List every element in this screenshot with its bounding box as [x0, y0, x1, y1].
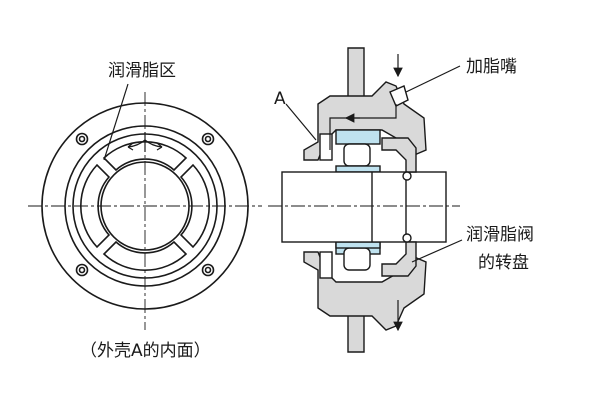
mounting-hole-bottom-right [201, 263, 215, 277]
grease-nipple-leader [405, 65, 461, 93]
mounting-hole-top-left [75, 132, 89, 146]
grease-groove-segment-top [102, 141, 188, 172]
grease-nipple-body [389, 85, 409, 107]
grease-zone-leader [103, 83, 129, 161]
housing-a-label: A [274, 89, 286, 109]
housing-outer-rim [41, 102, 249, 310]
grease-zone-label: 润滑脂区 [108, 61, 176, 81]
roller-lower [343, 247, 371, 271]
grease-groove-segment-bottom [102, 240, 188, 271]
grease-valve-disc [381, 137, 417, 173]
bearing-outer-race-upper [335, 129, 381, 145]
bore-circle [100, 161, 190, 251]
mounting-plate [347, 47, 365, 99]
seal-ring-lower [319, 251, 333, 279]
grease-valve-label-line1: 润滑脂阀 [466, 225, 534, 245]
grease-groove-segment-left [80, 163, 111, 249]
grease-flow-path [329, 54, 403, 332]
seal-ring-upper [319, 133, 333, 161]
grease-valve-label-line2: 的转盘 [478, 253, 529, 273]
valve-ball-lower [402, 233, 412, 243]
valve-ball-upper [402, 171, 412, 181]
grease-flow-arrows [127, 132, 163, 152]
grease-valve-leader [411, 239, 463, 263]
housing-middle-ring [64, 125, 226, 287]
grease-groove-segment-right [179, 163, 210, 249]
housing-inner-face-caption: （外壳A的内面） [80, 341, 211, 361]
leader-lines-right [285, 65, 463, 263]
grease-valve-disc-lower [381, 241, 417, 277]
housing-inner-face-view [28, 83, 262, 330]
bearing-inner-race-lower [335, 241, 381, 249]
bearing-inner-race-upper [335, 165, 381, 173]
shaft [281, 171, 447, 243]
roller-upper [343, 143, 371, 167]
mounting-hole-bottom-left [75, 263, 89, 277]
housing-a-leader [285, 103, 317, 141]
mounting-hole-top-right [201, 132, 215, 146]
sectional-view [281, 47, 447, 353]
grease-nipple-label: 加脂嘴 [466, 57, 517, 77]
